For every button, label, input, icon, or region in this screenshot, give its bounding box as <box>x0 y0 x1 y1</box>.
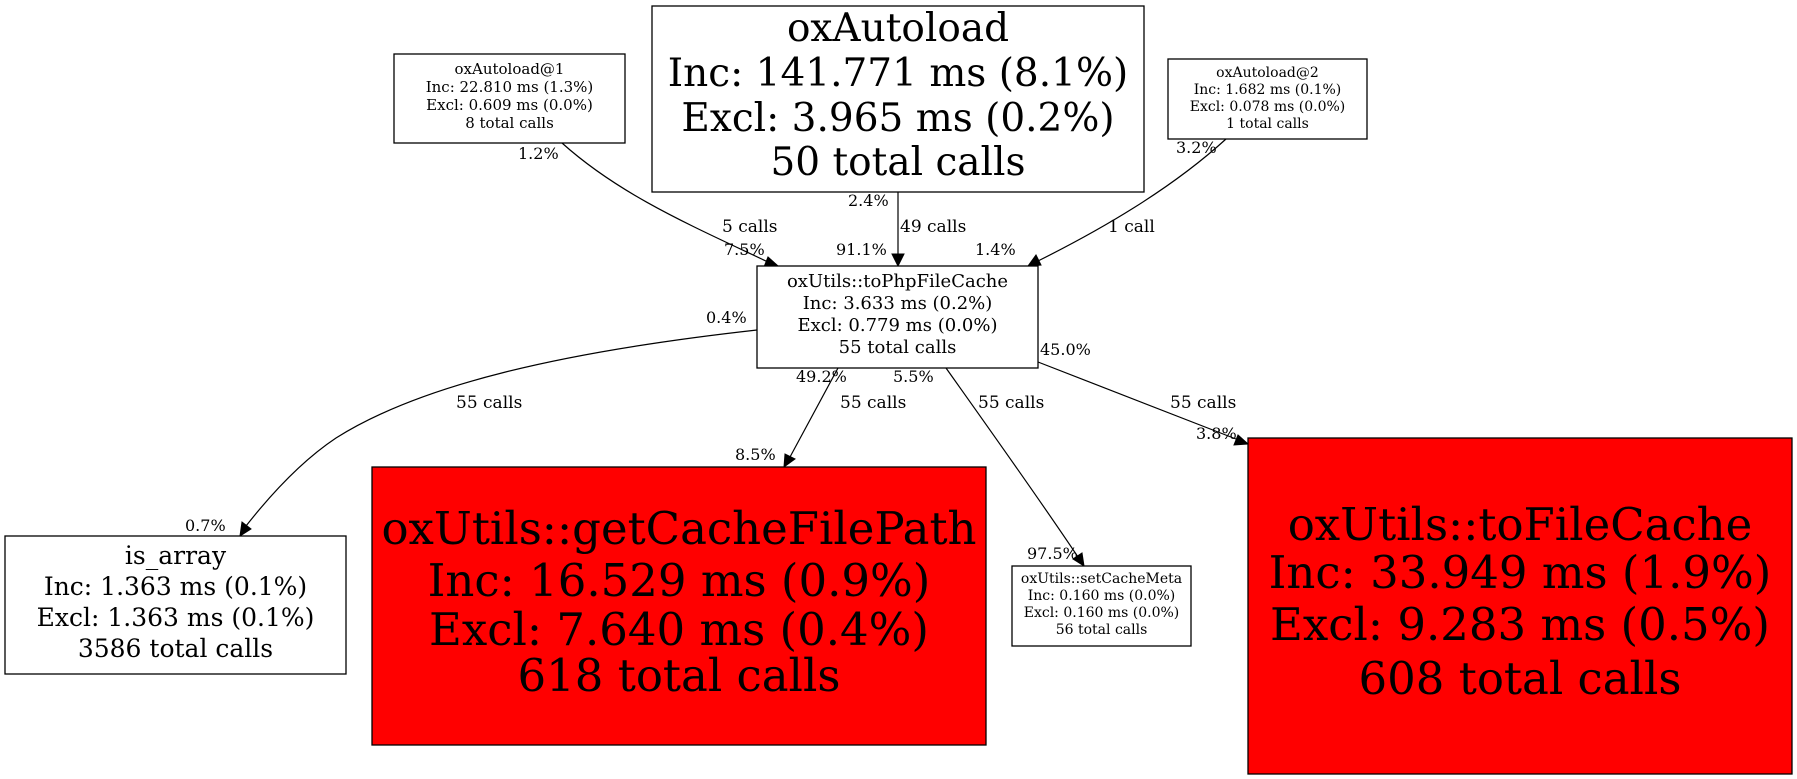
arrowhead <box>1072 552 1085 568</box>
node-function-name: oxUtils::toFileCache <box>1288 498 1753 551</box>
node-box <box>1247 437 1793 775</box>
edge-calls-label: 1 call <box>1108 217 1155 237</box>
node-box <box>651 5 1145 193</box>
node-is-array[interactable]: is_array Inc: 1.363 ms (0.1%) Excl: 1.36… <box>4 535 347 675</box>
edge-head-percent: 91.1% <box>836 240 887 259</box>
node-getCacheFilePath[interactable]: oxUtils::getCacheFilePath Inc: 16.529 ms… <box>371 466 987 746</box>
edge-tail-percent: 1.2% <box>518 144 559 163</box>
edge-line <box>1037 361 1237 440</box>
edge-tail-percent: 45.0% <box>1040 340 1091 359</box>
node-exclusive-time: Excl: 0.779 ms (0.0%) <box>798 315 998 336</box>
node-oxautoload-2[interactable]: oxAutoload@2 Inc: 1.682 ms (0.1%) Excl: … <box>1167 58 1368 140</box>
node-total-calls: 56 total calls <box>1056 622 1148 638</box>
node-total-calls: 50 total calls <box>770 140 1025 185</box>
node-inclusive-time: Inc: 33.949 ms (1.9%) <box>1269 546 1772 599</box>
node-box <box>393 53 626 144</box>
arrowhead <box>1233 434 1250 446</box>
edge-calls-label: 5 calls <box>722 217 777 237</box>
node-total-calls: 3586 total calls <box>78 634 273 663</box>
edge-line <box>561 142 769 263</box>
node-toFileCache[interactable]: oxUtils::toFileCache Inc: 33.949 ms (1.9… <box>1247 437 1793 775</box>
edge-tophpfilecache-to-isarray: 0.4% 55 calls 0.7% <box>185 308 758 538</box>
edge-calls-label: 55 calls <box>840 393 906 413</box>
arrowhead <box>239 521 252 538</box>
edge-line <box>789 367 839 458</box>
node-function-name: oxAutoload@1 <box>455 60 565 78</box>
edge-head-percent: 7.5% <box>724 240 765 259</box>
node-box <box>1011 565 1192 647</box>
edge-head-percent: 1.4% <box>975 240 1016 259</box>
node-exclusive-time: Excl: 3.965 ms (0.2%) <box>681 96 1114 141</box>
edge-head-percent: 8.5% <box>735 445 776 464</box>
edge-tail-percent: 49.2% <box>796 367 847 386</box>
node-total-calls: 1 total calls <box>1226 116 1309 132</box>
node-exclusive-time: Excl: 0.078 ms (0.0%) <box>1190 99 1346 115</box>
node-box <box>371 466 987 746</box>
arrowhead <box>1026 254 1042 267</box>
edge-head-percent: 97.5% <box>1027 544 1078 563</box>
node-function-name: oxUtils::getCacheFilePath <box>381 502 976 555</box>
edge-tophpfilecache-to-tofilecache: 45.0% 55 calls 3.8% <box>1037 340 1250 446</box>
arrowhead <box>783 453 796 469</box>
edge-tail-percent: 2.4% <box>848 191 889 210</box>
node-exclusive-time: Excl: 1.363 ms (0.1%) <box>37 603 315 632</box>
node-exclusive-time: Excl: 0.609 ms (0.0%) <box>426 96 593 114</box>
node-total-calls: 55 total calls <box>839 337 957 358</box>
edge-line <box>1037 138 1227 262</box>
edge-tail-percent: 3.2% <box>1176 138 1217 157</box>
node-inclusive-time: Inc: 3.633 ms (0.2%) <box>803 293 993 314</box>
edge-autoload2-to-tophpfilecache: 3.2% 1 call 1.4% <box>975 138 1227 267</box>
node-exclusive-time: Excl: 0.160 ms (0.0%) <box>1024 605 1180 621</box>
node-oxautoload-1[interactable]: oxAutoload@1 Inc: 22.810 ms (1.3%) Excl:… <box>393 53 626 144</box>
node-function-name: oxUtils::setCacheMeta <box>1021 571 1182 587</box>
node-inclusive-time: Inc: 1.363 ms (0.1%) <box>44 572 307 601</box>
arrowhead <box>891 253 905 268</box>
node-total-calls: 608 total calls <box>1359 652 1682 705</box>
edge-calls-label: 49 calls <box>900 217 966 237</box>
edge-calls-label: 55 calls <box>1170 393 1236 413</box>
edge-tail-percent: 0.4% <box>706 308 747 327</box>
node-inclusive-time: Inc: 16.529 ms (0.9%) <box>428 554 931 607</box>
node-box <box>756 265 1039 369</box>
edge-calls-label: 55 calls <box>456 393 522 413</box>
edge-line <box>245 329 758 527</box>
node-oxautoload[interactable]: oxAutoload Inc: 141.771 ms (8.1%) Excl: … <box>651 5 1145 193</box>
edge-tophpfilecache-to-setcachemeta: 5.5% 55 calls 97.5% <box>893 367 1085 568</box>
node-setCacheMeta[interactable]: oxUtils::setCacheMeta Inc: 0.160 ms (0.0… <box>1011 565 1192 647</box>
edge-autoload-to-tophpfilecache: 2.4% 49 calls 91.1% <box>836 191 966 268</box>
node-function-name: oxAutoload <box>787 6 1009 51</box>
node-function-name: oxAutoload@2 <box>1216 65 1319 81</box>
node-inclusive-time: Inc: 0.160 ms (0.0%) <box>1028 588 1176 604</box>
node-total-calls: 8 total calls <box>465 114 554 132</box>
node-function-name: is_array <box>125 541 227 570</box>
edge-autoload1-to-tophpfilecache: 1.2% 5 calls 7.5% <box>518 142 780 268</box>
node-inclusive-time: Inc: 141.771 ms (8.1%) <box>668 51 1128 96</box>
node-function-name: oxUtils::toPhpFileCache <box>787 271 1008 292</box>
node-toPhpFileCache[interactable]: oxUtils::toPhpFileCache Inc: 3.633 ms (0… <box>756 265 1039 369</box>
edge-tail-percent: 5.5% <box>893 367 934 386</box>
node-inclusive-time: Inc: 1.682 ms (0.1%) <box>1194 82 1342 98</box>
node-inclusive-time: Inc: 22.810 ms (1.3%) <box>426 78 594 96</box>
node-box <box>4 535 347 675</box>
edge-head-percent: 3.8% <box>1196 424 1237 443</box>
node-exclusive-time: Excl: 9.283 ms (0.5%) <box>1270 598 1770 651</box>
edge-tophpfilecache-to-getcachefilepath: 49.2% 55 calls 8.5% <box>735 367 906 469</box>
edge-head-percent: 0.7% <box>185 516 226 535</box>
edge-line <box>945 367 1079 558</box>
node-box <box>1167 58 1368 140</box>
edge-calls-label: 55 calls <box>978 393 1044 413</box>
node-exclusive-time: Excl: 7.640 ms (0.4%) <box>429 603 929 656</box>
node-total-calls: 618 total calls <box>518 649 841 702</box>
